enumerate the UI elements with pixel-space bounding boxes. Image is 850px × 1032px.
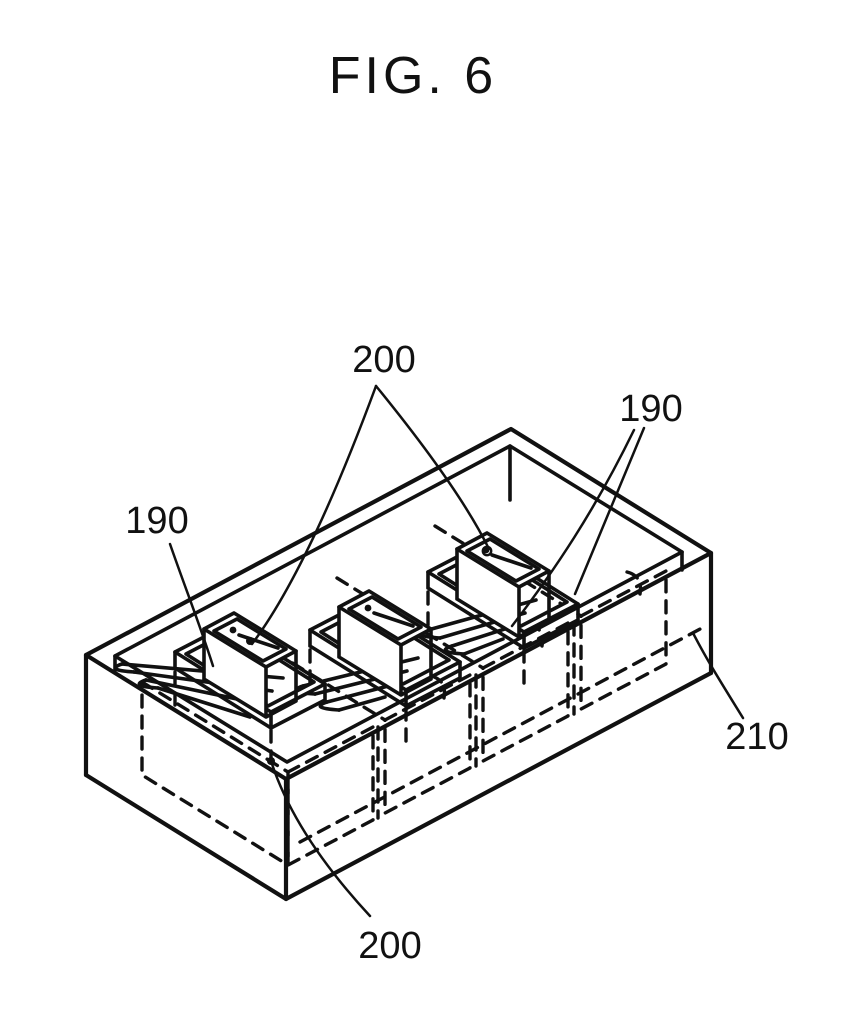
fold-crest-walls (337, 605, 433, 697)
fold-collar-walls (426, 570, 580, 650)
fold-bends (113, 662, 160, 690)
leader-190-right-1 (573, 426, 646, 596)
crest-top-loop (465, 537, 541, 583)
hidden-cell-front (383, 673, 472, 815)
crest-top-loop (212, 617, 288, 663)
fold-crest-walls (202, 627, 298, 719)
reference-numerals: 200 190 190 210 200 (125, 339, 788, 967)
crest-top-channel (372, 611, 415, 628)
leader-200-bottom (270, 762, 372, 918)
serpentine-unit-1 (113, 611, 327, 730)
leader-endpoint-dot (267, 757, 275, 765)
label-210: 210 (725, 716, 788, 758)
label-200-bottom: 200 (358, 925, 421, 967)
label-190-right: 190 (619, 388, 682, 430)
leader-200-top-right (374, 384, 491, 551)
leader-190-right-2 (510, 428, 636, 628)
label-190-left: 190 (125, 500, 188, 542)
leader-210 (691, 631, 745, 720)
leader-endpoint-circle (481, 545, 493, 557)
electrode-assembly (113, 531, 580, 766)
leader-lines (168, 384, 745, 918)
crest-fold-point (229, 626, 237, 634)
leader-190-left (168, 542, 215, 668)
leader-200-top-left (250, 384, 378, 646)
case-bottom-edges (83, 670, 714, 902)
hidden-cell-side (140, 680, 290, 867)
hidden-base-line (298, 626, 704, 844)
crest-top-channel (490, 553, 533, 570)
figure-title: FIG. 6 (329, 47, 497, 105)
crest-fold-point (364, 604, 372, 612)
fold-collar-walls (173, 650, 327, 730)
serpentine-unit-3 (419, 531, 580, 656)
fold-collar-walls (308, 628, 462, 708)
leader-endpoint-dot (246, 637, 254, 645)
hidden-cell-front (579, 569, 668, 711)
label-200-top: 200 (352, 339, 415, 381)
crest-top-channel (237, 633, 280, 650)
hidden-cell-gaps (376, 621, 576, 820)
crest-top-loop (347, 595, 423, 641)
serpentine-unit-2 (294, 589, 462, 712)
fold-crest-walls (455, 547, 551, 639)
